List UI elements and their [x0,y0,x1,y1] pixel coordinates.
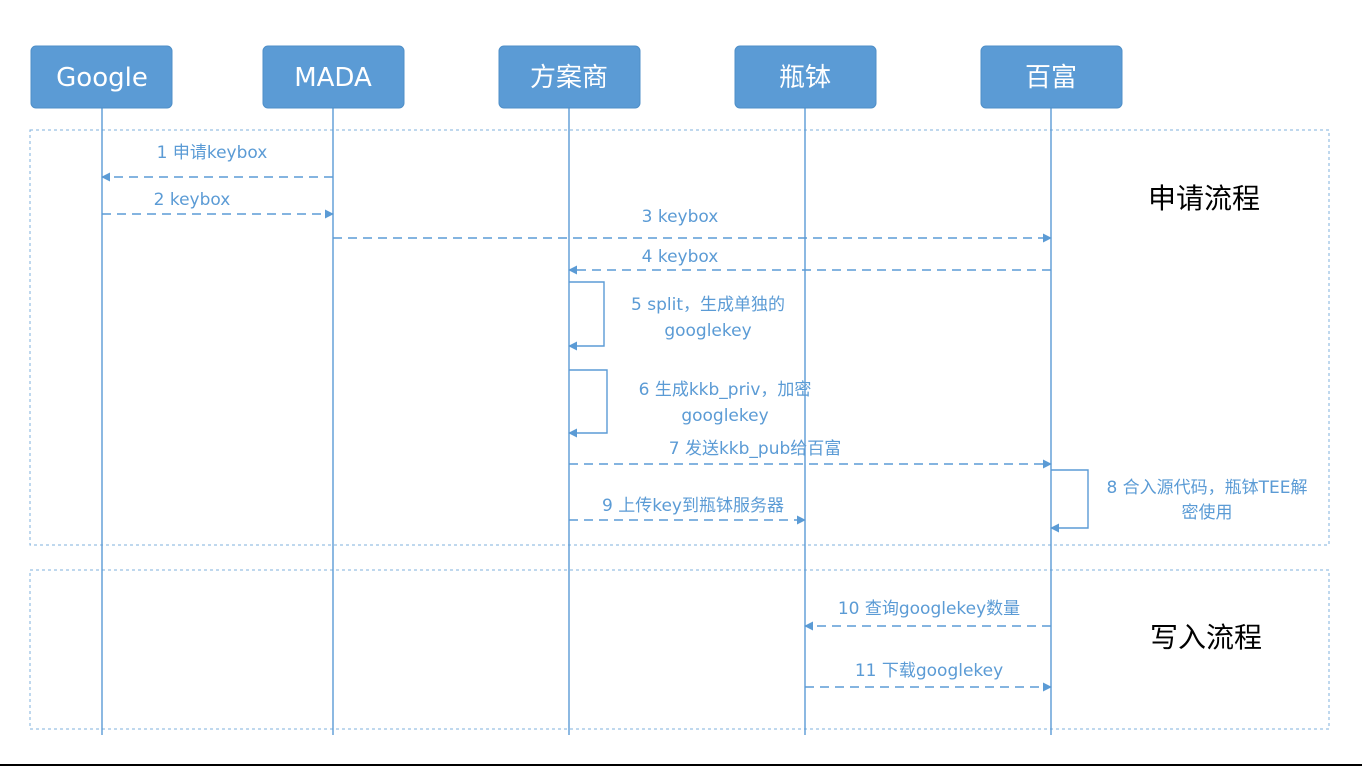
message-2-label: 2 keybox [154,190,231,210]
message-8-self-arrow [1050,469,1089,533]
message-6-label-line2: googlekey [681,406,768,426]
message-7-label: 7 发送kkb_pub给百富 [669,439,842,459]
message-8-label-line2: 密使用 [1182,502,1233,523]
message-6-self-arrow [568,369,608,438]
actor-google-label: Google [56,63,148,93]
section-label-write: 写入流程 [1150,621,1262,654]
actor-pingbo-label: 瓶钵 [779,63,831,93]
message-5-label-line2: googlekey [664,321,751,341]
section-label-apply: 申请流程 [1148,182,1260,215]
message-9-label: 9 上传key到瓶钵服务器 [602,496,784,516]
message-1-label: 1 申请keybox [157,143,268,163]
message-8-label-line1: 8 合入源代码，瓶钵TEE解 [1106,478,1307,498]
actor-baifu-label: 百富 [1025,63,1077,93]
actor-google: Google [30,45,173,109]
actor-mada-label: MADA [294,63,372,93]
message-4-label: 4 keybox [642,247,719,267]
message-3-label: 3 keybox [642,207,719,227]
actor-baifu: 百富 [980,45,1123,109]
message-5-self-arrow [568,281,605,351]
actor-mada: MADA [262,45,405,109]
actor-fangan-label: 方案商 [530,63,608,93]
message-10-label: 10 查询googlekey数量 [838,599,1020,619]
actor-pingbo: 瓶钵 [734,45,877,109]
write-process-frame [29,569,1330,730]
actor-fangan: 方案商 [498,45,641,109]
message-11-label: 11 下载googlekey [855,661,1003,681]
apply-process-frame [29,129,1330,546]
message-6-label-line1: 6 生成kkb_priv，加密 [639,380,812,400]
message-5-label-line1: 5 split，生成单独的 [631,295,785,315]
